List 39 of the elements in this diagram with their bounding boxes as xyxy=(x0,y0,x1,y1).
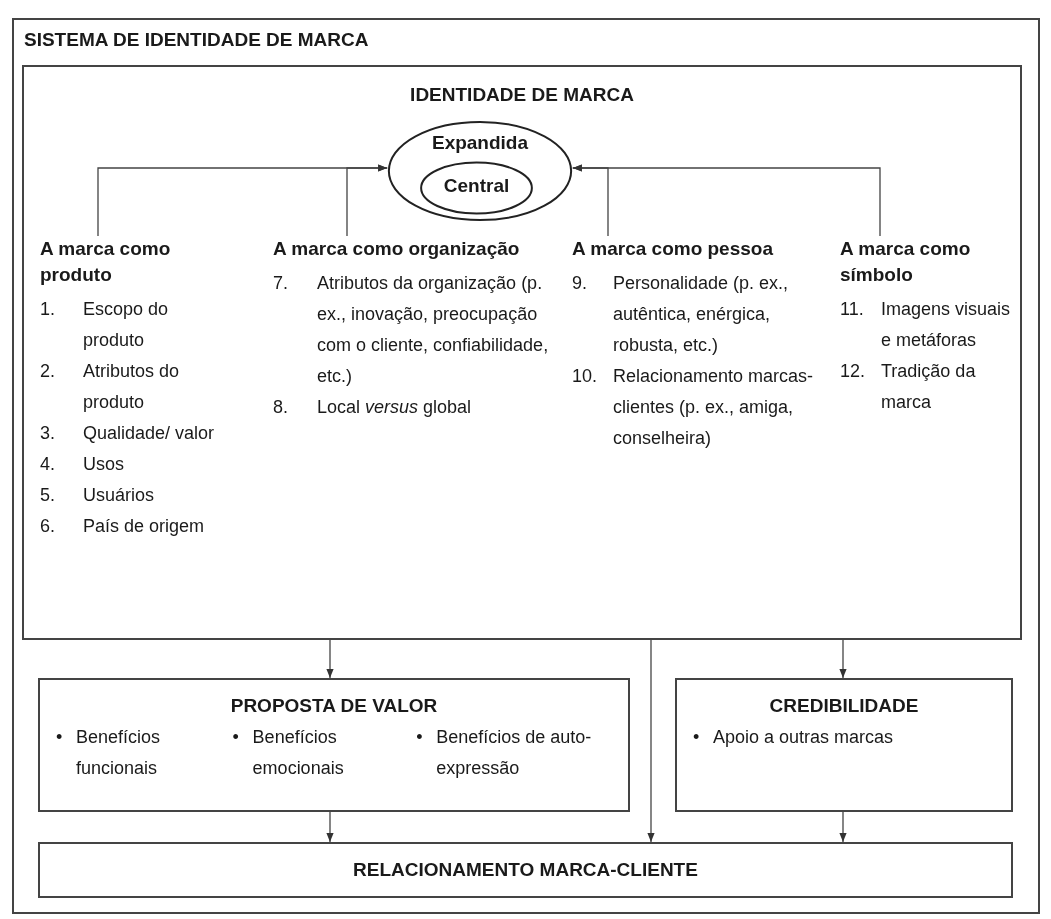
panel-box xyxy=(675,678,1013,812)
arrow xyxy=(326,639,334,679)
column-heading: A marca como produto xyxy=(40,237,172,287)
list-item: 11. Imagens visuais e metáforas xyxy=(840,298,1012,352)
section-box xyxy=(22,65,1022,640)
list-item: • Benefícios de auto-expressão xyxy=(416,726,593,780)
column-heading: A marca como pessoa xyxy=(572,237,774,261)
outer-frame xyxy=(12,18,1040,914)
arrow xyxy=(572,164,881,237)
panel-title: RELACIONAMENTO MARCA-CLIENTE xyxy=(352,858,699,882)
panel-title: PROPOSTA DE VALOR xyxy=(229,694,439,718)
arrow xyxy=(326,811,334,843)
list-item: 9. Personalidade (p. ex., autêntica, enérgica, robusta, etc.) xyxy=(572,272,790,357)
list-item: 5. Usuários xyxy=(40,484,156,507)
list-item: 3. Qualidade/ valor xyxy=(40,422,216,445)
panel-box xyxy=(38,678,630,812)
panel-title: CREDIBILIDADE xyxy=(768,694,920,718)
list-item: 8. Local versus global xyxy=(273,396,473,419)
oval-label: Central xyxy=(443,174,510,198)
list-item: 10. Relacionamento marcas-clientes (p. ex., amiga, conselheira) xyxy=(572,365,815,450)
list-item: 6. País de origem xyxy=(40,515,206,538)
list-item: • Apoio a outras marcas xyxy=(693,726,895,749)
section-title: SISTEMA DE IDENTIDADE DE MARCA xyxy=(23,28,370,52)
arrow xyxy=(346,164,388,237)
arrow xyxy=(839,811,847,843)
column-heading: A marca como organização xyxy=(273,237,521,261)
section-title: IDENTIDADE DE MARCA xyxy=(409,83,635,107)
list-item: 12. Tradição da marca xyxy=(840,360,977,414)
list-item: • Benefícios funcionais xyxy=(56,726,162,780)
list-item: 1. Escopo do produto xyxy=(40,298,170,352)
arrow xyxy=(647,639,655,843)
oval-label: Expandida xyxy=(431,131,529,155)
list-item: 2. Atributos do produto xyxy=(40,360,181,414)
list-item: 4. Usos xyxy=(40,453,125,476)
panel-box xyxy=(38,842,1013,898)
list-item: 7. Atributos da organização (p. ex., inovação, preocupação com o cliente, confiabilidade, etc.) xyxy=(273,272,550,388)
list-item: • Benefícios emocionais xyxy=(232,726,345,780)
column-heading: A marca como símbolo xyxy=(840,237,972,287)
arrow xyxy=(839,639,847,679)
